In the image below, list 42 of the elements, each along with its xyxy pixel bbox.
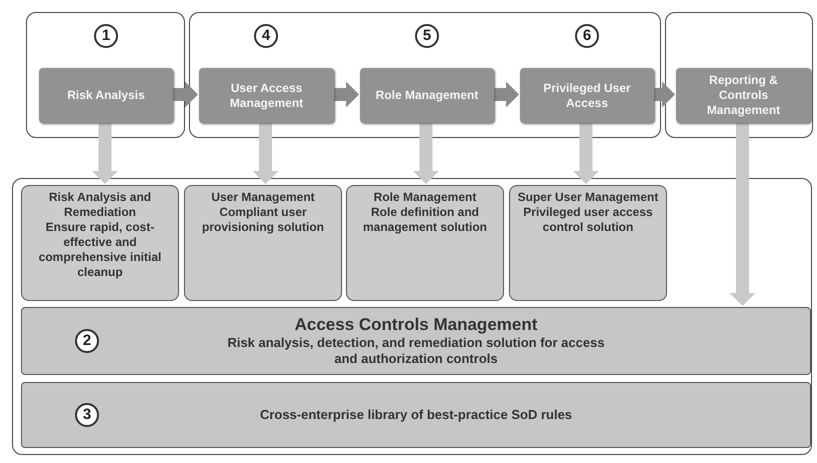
layer-band bbox=[21, 307, 811, 375]
module-card bbox=[346, 185, 504, 301]
module-card bbox=[509, 185, 667, 301]
step-label: Role Management bbox=[376, 88, 478, 103]
circled-number: 1 bbox=[94, 24, 118, 48]
step-label: Privileged User Access bbox=[542, 80, 632, 110]
process-step bbox=[676, 68, 811, 123]
arrow bbox=[333, 82, 359, 108]
arrow bbox=[413, 122, 439, 184]
module-card bbox=[21, 185, 179, 301]
arrow bbox=[573, 122, 599, 184]
arrow bbox=[493, 82, 519, 108]
arrow bbox=[730, 122, 756, 306]
arrow bbox=[252, 122, 278, 184]
card-title: Role Management bbox=[374, 190, 476, 205]
card-title: Risk Analysis and Remediation bbox=[48, 190, 152, 220]
group-frame bbox=[12, 178, 812, 455]
step-label: Reporting & Controls Management bbox=[706, 73, 782, 118]
card-title: User Management bbox=[211, 190, 315, 205]
band-description: Risk analysis, detection, and remediation solution for access and authorization controls bbox=[226, 335, 606, 367]
card-description: Compliant user provisioning solution bbox=[201, 205, 325, 235]
circled-number: 3 bbox=[75, 403, 99, 427]
circled-number: 4 bbox=[254, 24, 278, 48]
card-title: Super User Management bbox=[518, 190, 658, 205]
band-title: Access Controls Management bbox=[294, 315, 538, 335]
circled-number: 2 bbox=[75, 329, 99, 353]
step-label: User Access Management bbox=[228, 80, 304, 110]
arrow bbox=[92, 122, 118, 184]
card-description: Privileged user access control solution bbox=[522, 205, 654, 235]
circled-number: 6 bbox=[575, 24, 599, 48]
circled-number: 5 bbox=[415, 24, 439, 48]
card-description: Ensure rapid, cost-effective and comprehensive initial cleanup bbox=[38, 220, 162, 280]
group-frame bbox=[26, 12, 185, 138]
module-card bbox=[184, 185, 342, 301]
group-frame bbox=[665, 12, 813, 138]
arrow bbox=[653, 82, 675, 108]
card-description: Role definition and management solution bbox=[362, 205, 488, 235]
band-description: Cross-enterprise library of best-practice SoD rules bbox=[260, 407, 572, 423]
layer-band bbox=[21, 382, 811, 448]
step-label: Risk Analysis bbox=[67, 88, 145, 103]
group-frame bbox=[189, 12, 661, 138]
arrow bbox=[172, 82, 198, 108]
